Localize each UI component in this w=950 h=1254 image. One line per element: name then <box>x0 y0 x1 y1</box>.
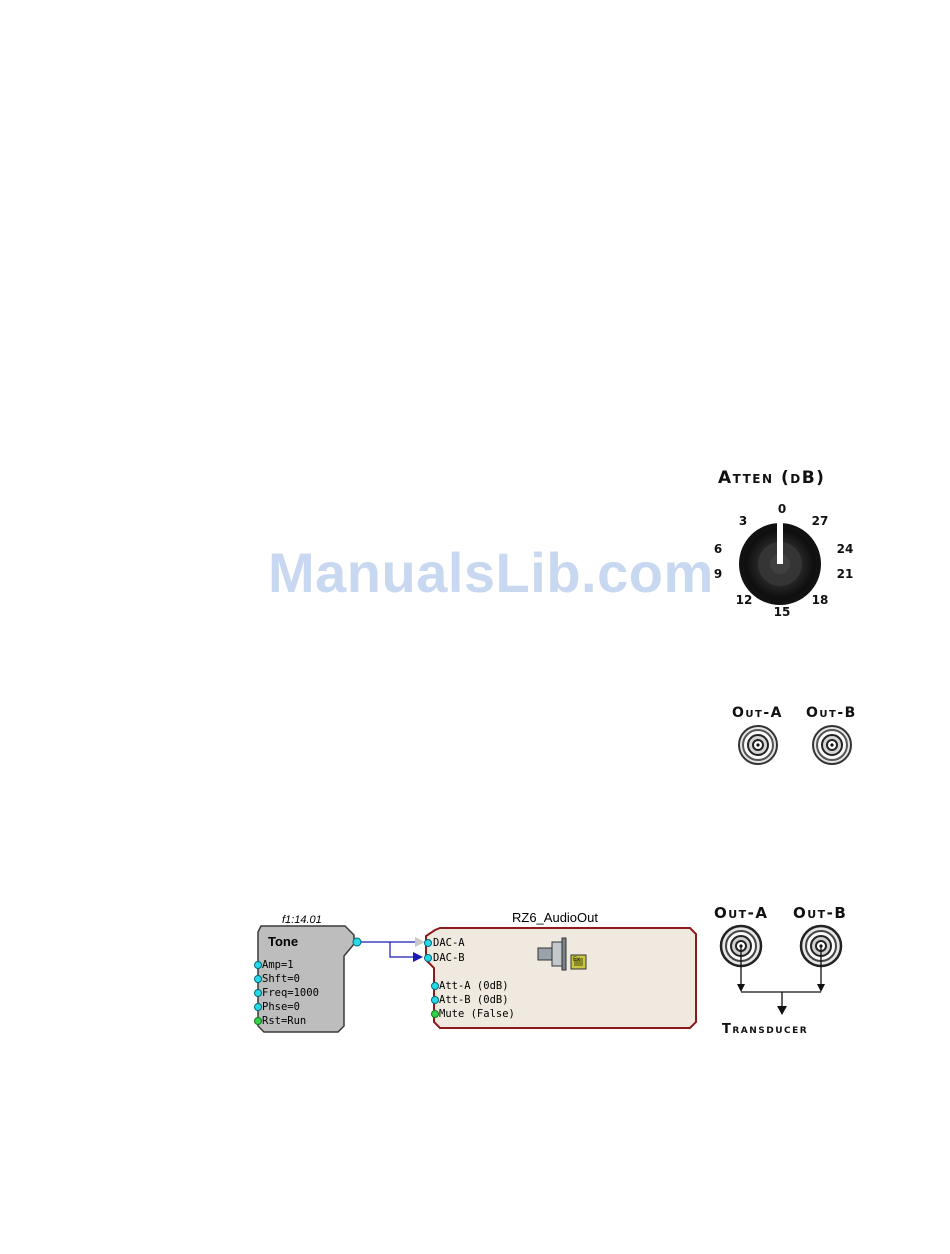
tone-block-name: Tone <box>268 934 298 949</box>
transducer-out-b-label: Out-B <box>793 904 847 922</box>
out-b-label: Out-B <box>806 705 857 721</box>
bnc-connector-out-b <box>813 726 851 764</box>
dial-label-0: 0 <box>778 502 786 516</box>
tone-port-amp-label: Amp=1 <box>262 959 294 971</box>
dac-b-label: DAC-B <box>433 952 465 964</box>
dial-label-6: 6 <box>714 542 722 556</box>
tone-port-rst-label: Rst=Run <box>262 1015 306 1027</box>
transducer-out-a-label: Out-A <box>714 904 769 922</box>
dac-b-port[interactable] <box>424 954 432 962</box>
dial-label-24: 24 <box>837 542 854 556</box>
atten-title: Atten (dB) <box>718 468 825 488</box>
mute-label: Mute (False) <box>439 1008 515 1020</box>
ex-badge-label: Ex <box>573 957 580 963</box>
tone-port-phse[interactable] <box>254 1003 262 1011</box>
bnc-connector-out-a <box>739 726 777 764</box>
dac-a-label: DAC-A <box>433 937 465 949</box>
dac-a-port[interactable] <box>424 939 432 947</box>
mute-port[interactable] <box>431 1010 439 1018</box>
att-b-port[interactable] <box>431 996 439 1004</box>
out-a-label: Out-A <box>732 705 783 721</box>
dial-label-15: 15 <box>774 605 791 619</box>
tone-port-shft[interactable] <box>254 975 262 983</box>
transducer-wiring <box>715 922 850 1022</box>
tone-port-rst[interactable] <box>254 1017 262 1025</box>
dial-label-21: 21 <box>837 567 854 581</box>
att-a-label: Att-A (0dB) <box>439 980 509 992</box>
tone-port-freq[interactable] <box>254 989 262 997</box>
bnc-connectors-panel <box>730 722 860 768</box>
dial-label-27: 27 <box>812 514 829 528</box>
manualslib-watermark: ManualsLib.com <box>268 538 714 608</box>
dial-label-9: 9 <box>714 567 722 581</box>
circuit-labels: Tone Amp=1 Shft=0 Freq=1000 Phse=0 Rst=R… <box>250 924 700 1036</box>
tone-port-phse-label: Phse=0 <box>262 1001 300 1013</box>
tone-port-amp[interactable] <box>254 961 262 969</box>
att-a-port[interactable] <box>431 982 439 990</box>
tone-port-freq-label: Freq=1000 <box>262 987 319 999</box>
tone-port-shft-label: Shft=0 <box>262 973 300 985</box>
dial-label-18: 18 <box>812 593 829 607</box>
audio-out-title: RZ6_AudioOut <box>512 910 598 925</box>
dial-label-3: 3 <box>739 514 747 528</box>
att-b-label: Att-B (0dB) <box>439 994 509 1006</box>
atten-dial-labels: 0 3 6 9 12 15 18 21 24 27 <box>700 490 880 630</box>
dial-label-12: 12 <box>736 593 753 607</box>
transducer-label: Transducer <box>722 1022 808 1037</box>
